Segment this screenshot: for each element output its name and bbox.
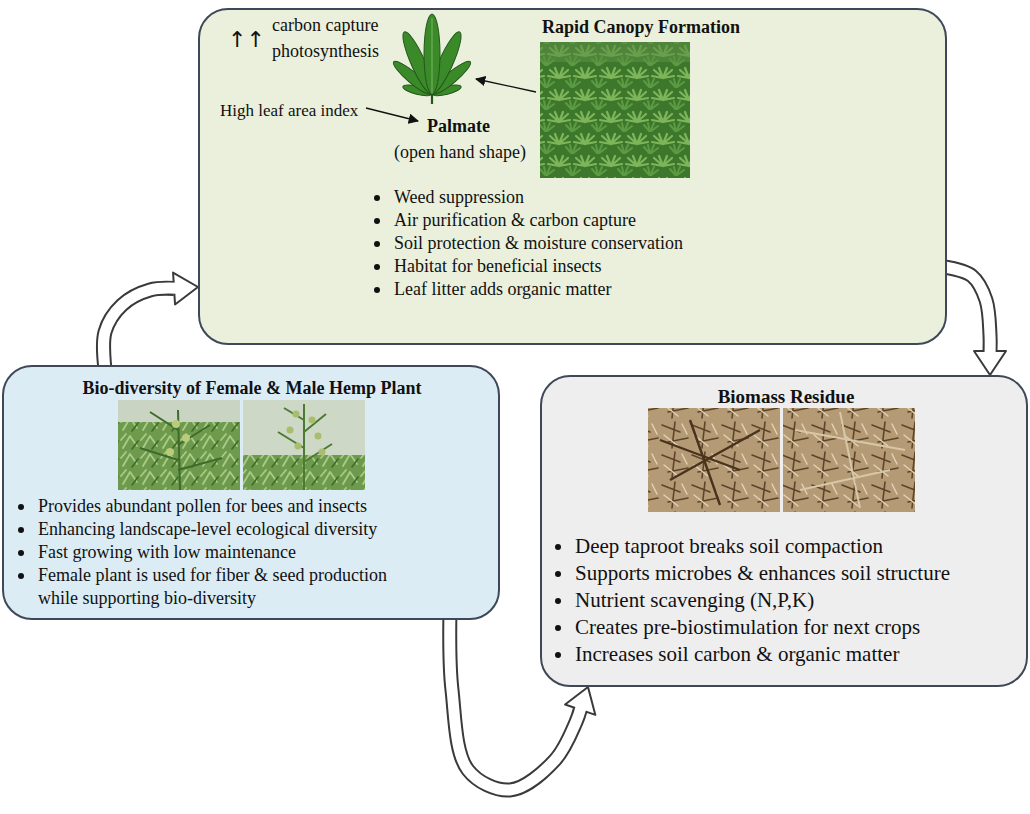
bullet-text: Deep taproot breaks soil compaction [575,533,883,560]
bullet-dot [18,504,24,510]
bullet-text: Weed suppression [394,186,524,209]
text-holder: Nutrient scavenging (N,P,K) [555,587,814,614]
text-holder: photosynthesis [272,40,379,62]
cycle-arrow [104,273,198,369]
bullet-dot [18,573,24,579]
box-heading: Bio-diversity of Female & Male Hemp Plan… [83,377,422,399]
bullet-dot [555,544,561,550]
text-holder: Increases soil carbon & organic matter [555,641,899,668]
bullet-text: Female plant is used for fiber & seed pr… [38,564,408,610]
bullet-dot [374,218,380,224]
bullet-text: Supports microbes & enhances soil struct… [575,560,950,587]
text-holder: Biomass Residue [718,385,855,408]
bullet-text: Creates pre-biostimulation for next crop… [575,614,920,641]
bullet-text: Increases soil carbon & organic matter [575,641,899,668]
text-holder: Rapid Canopy Formation [542,16,740,38]
plant-photo [118,400,240,490]
annotation-text: Palmate [427,115,490,137]
bullet-dot [374,287,380,293]
text-holder: Air purification & carbon capture [374,209,636,232]
text-holder: Weed suppression [374,186,524,209]
leaf-picture [390,14,474,104]
text-holder: Fast growing with low maintenance [18,541,296,564]
text-holder: High leaf area index [220,100,358,121]
leader-arrow [366,108,418,121]
annotation-text: carbon capture [272,14,378,36]
residue-photo [783,408,915,512]
text-holder: Deep taproot breaks soil compaction [555,533,883,560]
bullet-text: Soil protection & moisture conservation [394,232,683,255]
text-holder: Soil protection & moisture conservation [374,232,683,255]
bullet-dot [374,195,380,201]
cycle-arrow [943,267,1006,375]
text-holder: Provides abundant pollen for bees and in… [18,495,367,518]
arrow-head [974,351,1006,375]
canopy-photo [540,42,690,178]
text-holder: Bio-diversity of Female & Male Hemp Plan… [83,377,422,399]
arrow-fill [104,288,177,369]
text-holder: (open hand shape) [394,141,526,163]
increase-arrows: ↑↑ [228,26,265,54]
box-heading: Rapid Canopy Formation [542,16,740,38]
residue-photo [648,408,780,512]
text-holder: ↑↑ [228,26,265,54]
text-holder: Palmate [427,115,490,137]
text-holder: Female plant is used for fiber & seed pr… [18,564,408,610]
bullet-text: Nutrient scavenging (N,P,K) [575,587,814,614]
text-holder: Leaf litter adds organic matter [374,278,612,301]
bullet-dot [555,598,561,604]
bullet-dot [555,625,561,631]
bullet-dot [555,652,561,658]
text-holder: carbon capture [272,14,378,36]
text-holder: Habitat for beneficial insects [374,255,601,278]
text-holder: Supports microbes & enhances soil struct… [555,560,950,587]
arrow-outline [104,288,174,369]
bullet-text: Fast growing with low maintenance [38,541,296,564]
bullet-dot [18,527,24,533]
biodiversity-box: Bio-diversity of Female & Male Hemp Plan… [2,365,500,620]
bullet-dot [374,264,380,270]
bullet-text: Provides abundant pollen for bees and in… [38,495,367,518]
residue-box: Biomass ResidueDeep taproot breaks soil … [540,375,1028,687]
bullet-text: Leaf litter adds organic matter [394,278,612,301]
text-holder: Enhancing landscape-level ecological div… [18,518,377,541]
plant-photo [243,400,365,490]
canopy-box: ↑↑ carbon capture photosynthesis Rapid Cano… [198,8,947,345]
arrow-fill [943,267,990,354]
bullet-dot [555,571,561,577]
box-heading: Biomass Residue [718,385,855,408]
bullet-dot [18,550,24,556]
text-holder: Creates pre-biostimulation for next crop… [555,614,920,641]
bullet-text: Habitat for beneficial insects [394,255,601,278]
bullet-text: Enhancing landscape-level ecological div… [38,518,377,541]
annotation-text: (open hand shape) [394,141,526,163]
annotation-text: photosynthesis [272,40,379,62]
leader-arrow [476,79,536,92]
annotation-text: High leaf area index [220,100,358,121]
bullet-text: Air purification & carbon capture [394,209,636,232]
bullet-dot [374,241,380,247]
